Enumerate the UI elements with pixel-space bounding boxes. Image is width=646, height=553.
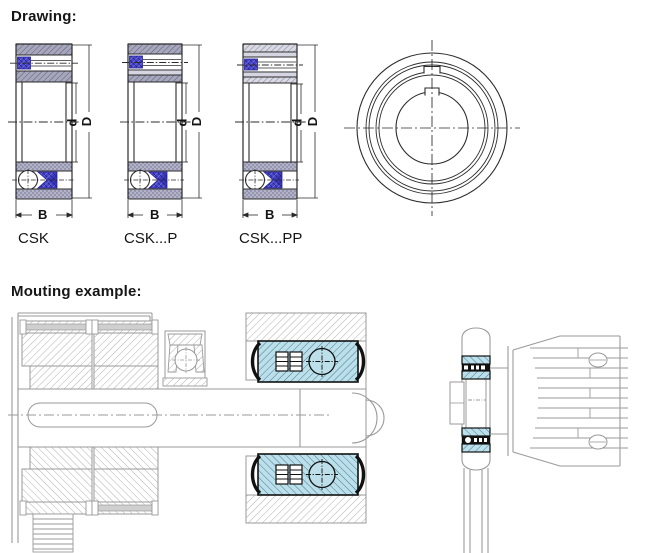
dimension-D-csk-p [182,44,202,199]
dimension-B-csk-pp [241,200,299,218]
dimension-D-csk [72,44,92,199]
dim-label-d-csk-pp: d [289,118,305,127]
clutch-bearing-lower-motor [461,427,491,453]
highlighted-clutch-bearing-upper [250,340,366,383]
dimension-d-csk-p [176,82,188,163]
dim-label-d-csk: d [64,118,80,127]
dim-label-D-csk-pp: D [305,116,321,127]
drawing-section-title: Drawing: [11,8,77,25]
dim-label-d-csk-p: d [174,118,190,127]
clutch-bearing-upper-motor [461,355,491,380]
dimension-B-csk-p [126,200,184,218]
mounting-section-title: Mouting example: [11,283,142,300]
mounting-example-motor [449,327,628,553]
front-view-circles [344,40,520,216]
mounting-example-gearbox [8,312,385,553]
reference-bearing-grey [162,330,208,387]
bearing-section-csk-p [120,43,202,218]
dim-label-B-csk: B [38,207,48,222]
dim-label-B-csk-p: B [150,207,160,222]
variant-label-csk: CSK [18,230,49,247]
dimension-B-csk [14,200,74,218]
dimension-D-csk-pp [297,44,318,199]
bearing-section-csk-pp [235,43,318,218]
dimension-d-csk [66,82,78,163]
dim-label-D-csk-p: D [189,116,205,127]
variant-label-csk-p: CSK...P [124,230,178,247]
bearing-section-csk [8,43,92,218]
highlighted-clutch-bearing-lower [250,453,366,496]
variant-label-csk-pp: CSK...PP [239,230,303,247]
dim-label-B-csk-pp: B [265,207,275,222]
dimension-d-csk-pp [291,83,303,163]
dim-label-D-csk: D [79,116,95,127]
